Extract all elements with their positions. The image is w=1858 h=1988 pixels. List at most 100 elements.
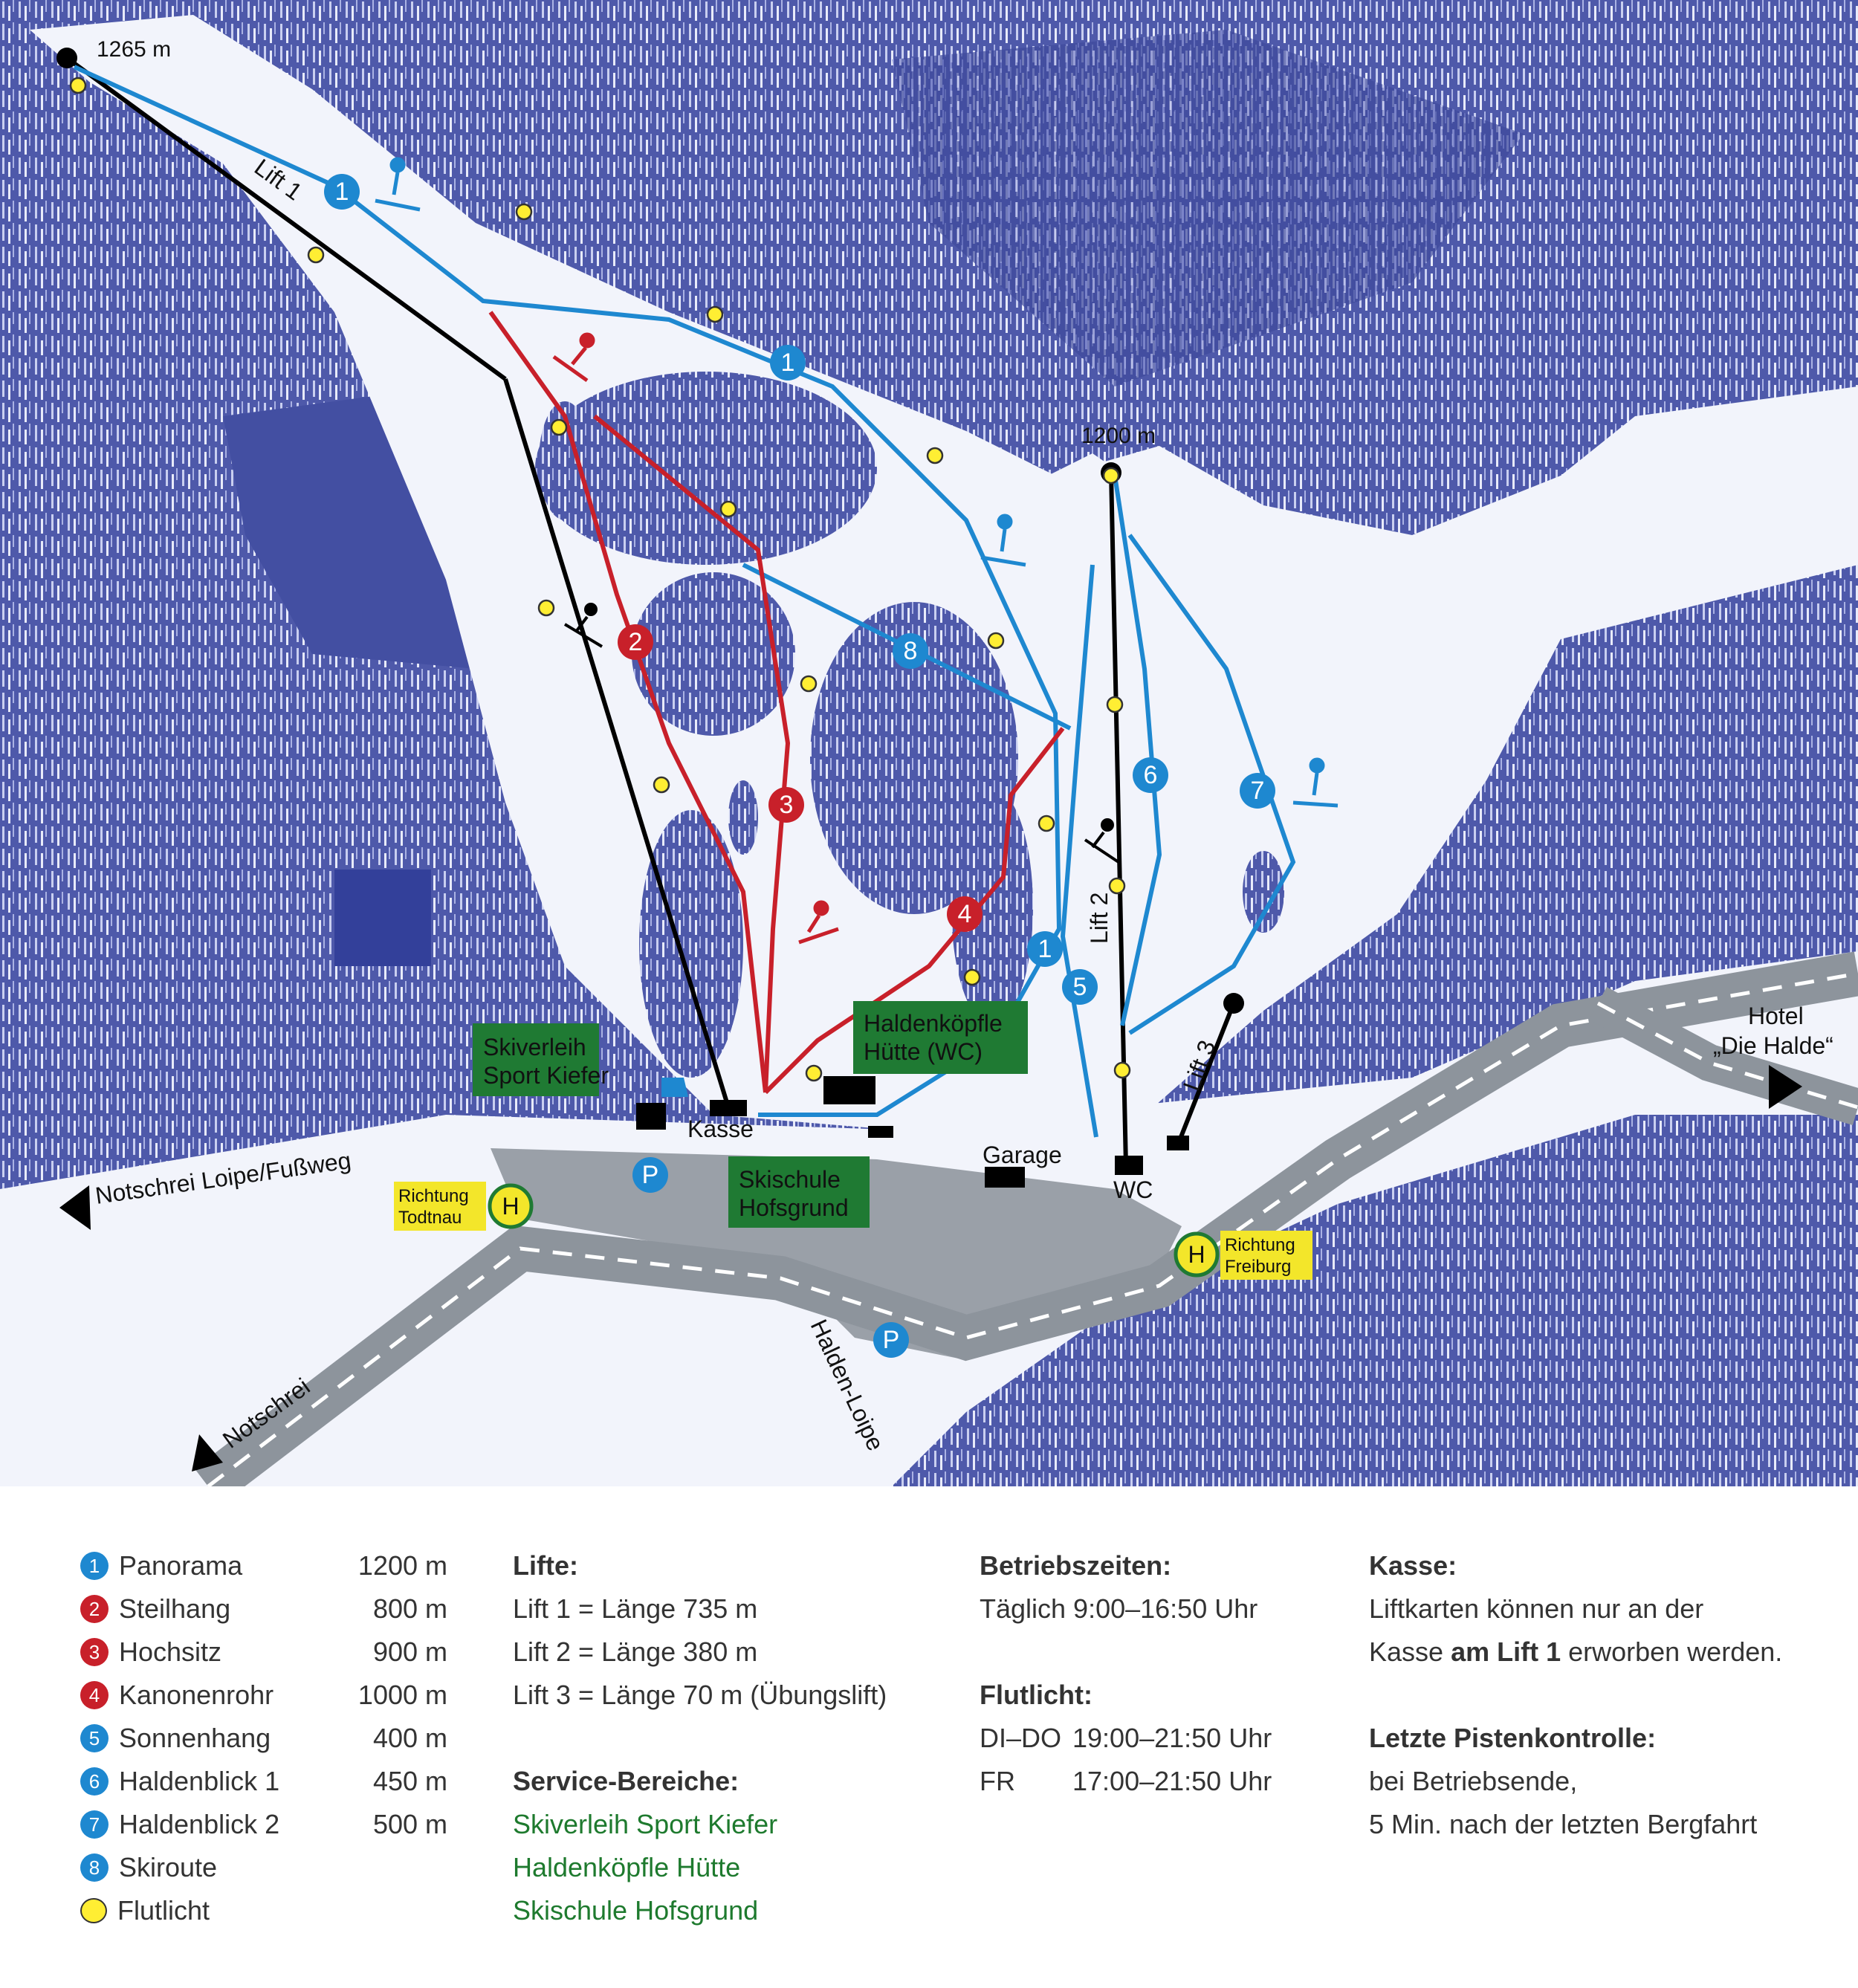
garage-building — [985, 1167, 1025, 1188]
run-length: 1000 m — [357, 1680, 447, 1710]
forest-island — [951, 788, 1033, 1026]
kontrolle-line-1: bei Betriebsende, — [1369, 1766, 1578, 1796]
kasse-title: Kasse: — [1369, 1550, 1457, 1581]
skier-icon-blue-2 — [980, 514, 1026, 567]
kasse-line-2: Kasse am Lift 1 erworben werden. — [1369, 1636, 1783, 1667]
skiverleih-building — [636, 1103, 666, 1130]
legend-run-row: 3 Hochsitz 900 m — [80, 1631, 447, 1674]
lift-rider-icon-2 — [1084, 818, 1120, 864]
forest-island — [728, 780, 758, 855]
svg-text:Sport Kiefer: Sport Kiefer — [483, 1062, 609, 1089]
lift-1-line-lower — [503, 378, 731, 1108]
lift-rider-icon-1 — [563, 603, 603, 648]
run-marker-1b: 1 — [770, 345, 806, 381]
wc-label: WC — [1113, 1176, 1153, 1203]
skier-icon-red — [552, 332, 595, 383]
run-length: 500 m — [372, 1809, 447, 1839]
run-name: Skiroute — [119, 1852, 218, 1882]
svg-text:1: 1 — [781, 349, 795, 377]
skiverleih-icon — [661, 1078, 688, 1097]
run-marker-5: 5 — [1062, 969, 1098, 1005]
dark-square — [334, 870, 431, 966]
skischule-building — [868, 1126, 893, 1138]
svg-text:8: 8 — [904, 637, 918, 665]
ski-map: 1 1 2 3 4 1 5 6 7 8 1265 m 1200 m Lift 1… — [0, 0, 1858, 1486]
run-number-badge: 7 — [80, 1810, 109, 1839]
run-number-badge: 3 — [80, 1638, 109, 1666]
parking-icon-1: P — [632, 1157, 668, 1193]
run-number-badge: 5 — [80, 1724, 109, 1752]
run-2-path — [488, 311, 768, 1093]
svg-text:Richtung: Richtung — [1225, 1235, 1295, 1255]
lift-2-label: Lift 2 — [1086, 893, 1113, 944]
kasse-building — [710, 1100, 747, 1116]
bus-stop-freiburg: H Richtung Freiburg — [1174, 1231, 1312, 1280]
kasse-label: Kasse — [687, 1116, 754, 1142]
kontrolle-line-2: 5 Min. nach der letzten Bergfahrt — [1369, 1809, 1758, 1839]
skier-icon-red-2 — [798, 900, 839, 945]
garage-label: Garage — [983, 1142, 1062, 1168]
flutlicht-icon — [80, 1898, 107, 1923]
run-8-path — [742, 563, 1072, 731]
svg-text:Haldenköpfle: Haldenköpfle — [864, 1010, 1003, 1037]
svg-text:Hütte (WC): Hütte (WC) — [864, 1038, 983, 1065]
svg-text:1: 1 — [335, 178, 349, 206]
peak-left-label: 1265 m — [97, 37, 171, 62]
svg-text:Skiverleih: Skiverleih — [483, 1034, 586, 1061]
service-skiverleih: Skiverleih Sport Kiefer — [513, 1809, 778, 1839]
run-name: Kanonenrohr — [119, 1680, 274, 1710]
road-main-line — [207, 971, 1858, 1486]
svg-text:Richtung: Richtung — [398, 1186, 469, 1206]
run-length: 900 m — [372, 1636, 447, 1667]
run-name: Hochsitz — [119, 1636, 222, 1667]
run-length: 400 m — [372, 1723, 447, 1753]
svg-text:Skischule: Skischule — [739, 1166, 841, 1193]
haldenkoepfle-sign: Haldenköpfle Hütte (WC) — [853, 1001, 1028, 1074]
service-title: Service-Bereiche: — [513, 1766, 739, 1796]
lift-2-bottom-station — [1115, 1156, 1143, 1175]
svg-text:3: 3 — [780, 791, 794, 819]
run-length: 450 m — [372, 1766, 447, 1796]
valley-snow-left — [0, 1130, 483, 1278]
run-marker-1c: 1 — [1027, 931, 1063, 967]
run-marker-2: 2 — [618, 624, 653, 660]
lift-1-top-station — [56, 48, 77, 68]
svg-text:4: 4 — [958, 900, 972, 928]
run-marker-4: 4 — [947, 896, 983, 932]
flut-title: Flutlicht: — [980, 1680, 1093, 1710]
run-name: Panorama — [119, 1550, 243, 1581]
lift-2-info: Lift 2 = Länge 380 m — [513, 1636, 758, 1667]
run-marker-7: 7 — [1240, 773, 1275, 809]
service-skischule: Skischule Hofsgrund — [513, 1895, 759, 1926]
legend-run-row: 8 Skiroute — [80, 1846, 447, 1889]
lift-3-info: Lift 3 = Länge 70 m (Übungslift) — [513, 1680, 887, 1710]
svg-text:1: 1 — [1038, 935, 1052, 963]
flutlicht-points — [69, 77, 1131, 1082]
run-length: 800 m — [372, 1593, 447, 1624]
run-number-badge: 8 — [80, 1853, 109, 1882]
run-7-path — [1127, 534, 1296, 1035]
svg-text:7: 7 — [1251, 777, 1265, 805]
hotel-label-1: Hotel — [1748, 1003, 1804, 1029]
skier-icon-blue — [375, 157, 421, 212]
svg-text:Todtnau: Todtnau — [398, 1208, 462, 1228]
lift-3-top-station — [1223, 993, 1244, 1014]
arrow-notschrei-loipe — [59, 1185, 91, 1230]
road-hotel-line — [1596, 1001, 1858, 1110]
svg-text:P: P — [883, 1326, 900, 1354]
service-huette: Haldenköpfle Hütte — [513, 1852, 741, 1882]
kontrolle-title: Letzte Pistenkontrolle: — [1369, 1723, 1657, 1753]
kasse-line-1: Liftkarten können nur an der — [1369, 1593, 1704, 1624]
run-name: Steilhang — [119, 1593, 231, 1624]
bus-stop-todtnau: Richtung Todtnau H — [394, 1182, 534, 1231]
run-marker-1a: 1 — [324, 174, 360, 210]
legend-hours: Betriebszeiten: Täglich 9:00–16:50 Uhr F… — [980, 1544, 1272, 1803]
